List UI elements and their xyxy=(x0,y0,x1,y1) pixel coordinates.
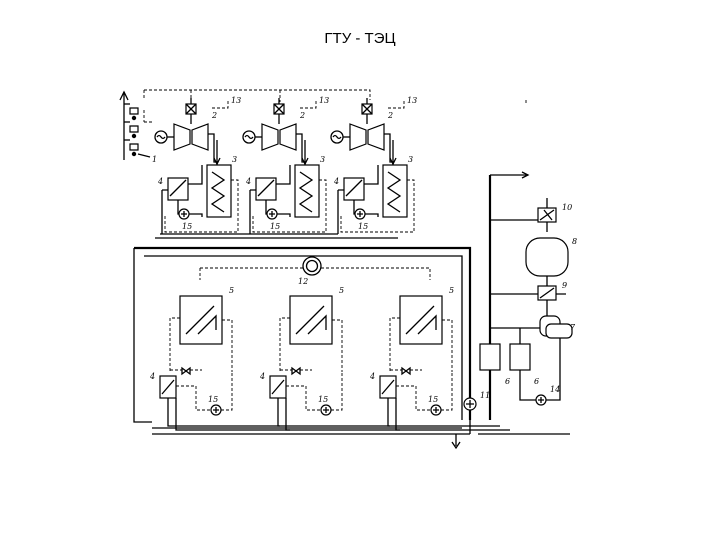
label-3: 3 xyxy=(232,155,237,164)
label-6b: 6 xyxy=(534,377,539,386)
label-2: 2 xyxy=(211,111,217,120)
compressor-icon xyxy=(173,123,191,151)
hot-water-boiler xyxy=(179,295,223,345)
label-7: 7 xyxy=(570,323,576,332)
fuel-nozzle-icon xyxy=(129,107,139,157)
label-8: 8 xyxy=(572,237,577,246)
fuel-supply-group: 1 xyxy=(119,89,371,164)
water-treatment-filter-b xyxy=(509,343,531,371)
water-treatment-filter-a xyxy=(479,343,501,371)
expansion-tank-icon xyxy=(302,256,322,276)
label-11: 11 xyxy=(480,391,490,400)
label-4b: 4 xyxy=(149,372,155,381)
turbine-icon xyxy=(191,123,209,151)
auxiliary-equipment: 11 10 8 9 7 6 6 1 xyxy=(152,100,577,450)
valve-icon xyxy=(181,366,191,376)
label-13: 13 xyxy=(231,96,241,105)
label-15: 15 xyxy=(182,222,192,231)
label-9: 9 xyxy=(562,281,567,290)
label-5: 5 xyxy=(229,286,234,295)
label-6a: 6 xyxy=(505,377,510,386)
label-12: 12 xyxy=(298,277,308,286)
label-10: 10 xyxy=(562,203,572,212)
storage-tank-8 xyxy=(525,237,569,277)
label-14: 14 xyxy=(550,385,560,394)
label-4: 4 xyxy=(157,177,163,186)
gas-turbine-unit: 2 13 3 4 15 xyxy=(154,96,241,234)
heating-network-headers: 12 xyxy=(133,233,472,423)
page-title: ГТУ - ТЭЦ xyxy=(324,30,396,47)
boiler-module: 5 4 15 xyxy=(149,286,290,431)
label-1: 1 xyxy=(152,155,157,164)
label-15b: 15 xyxy=(208,395,218,404)
